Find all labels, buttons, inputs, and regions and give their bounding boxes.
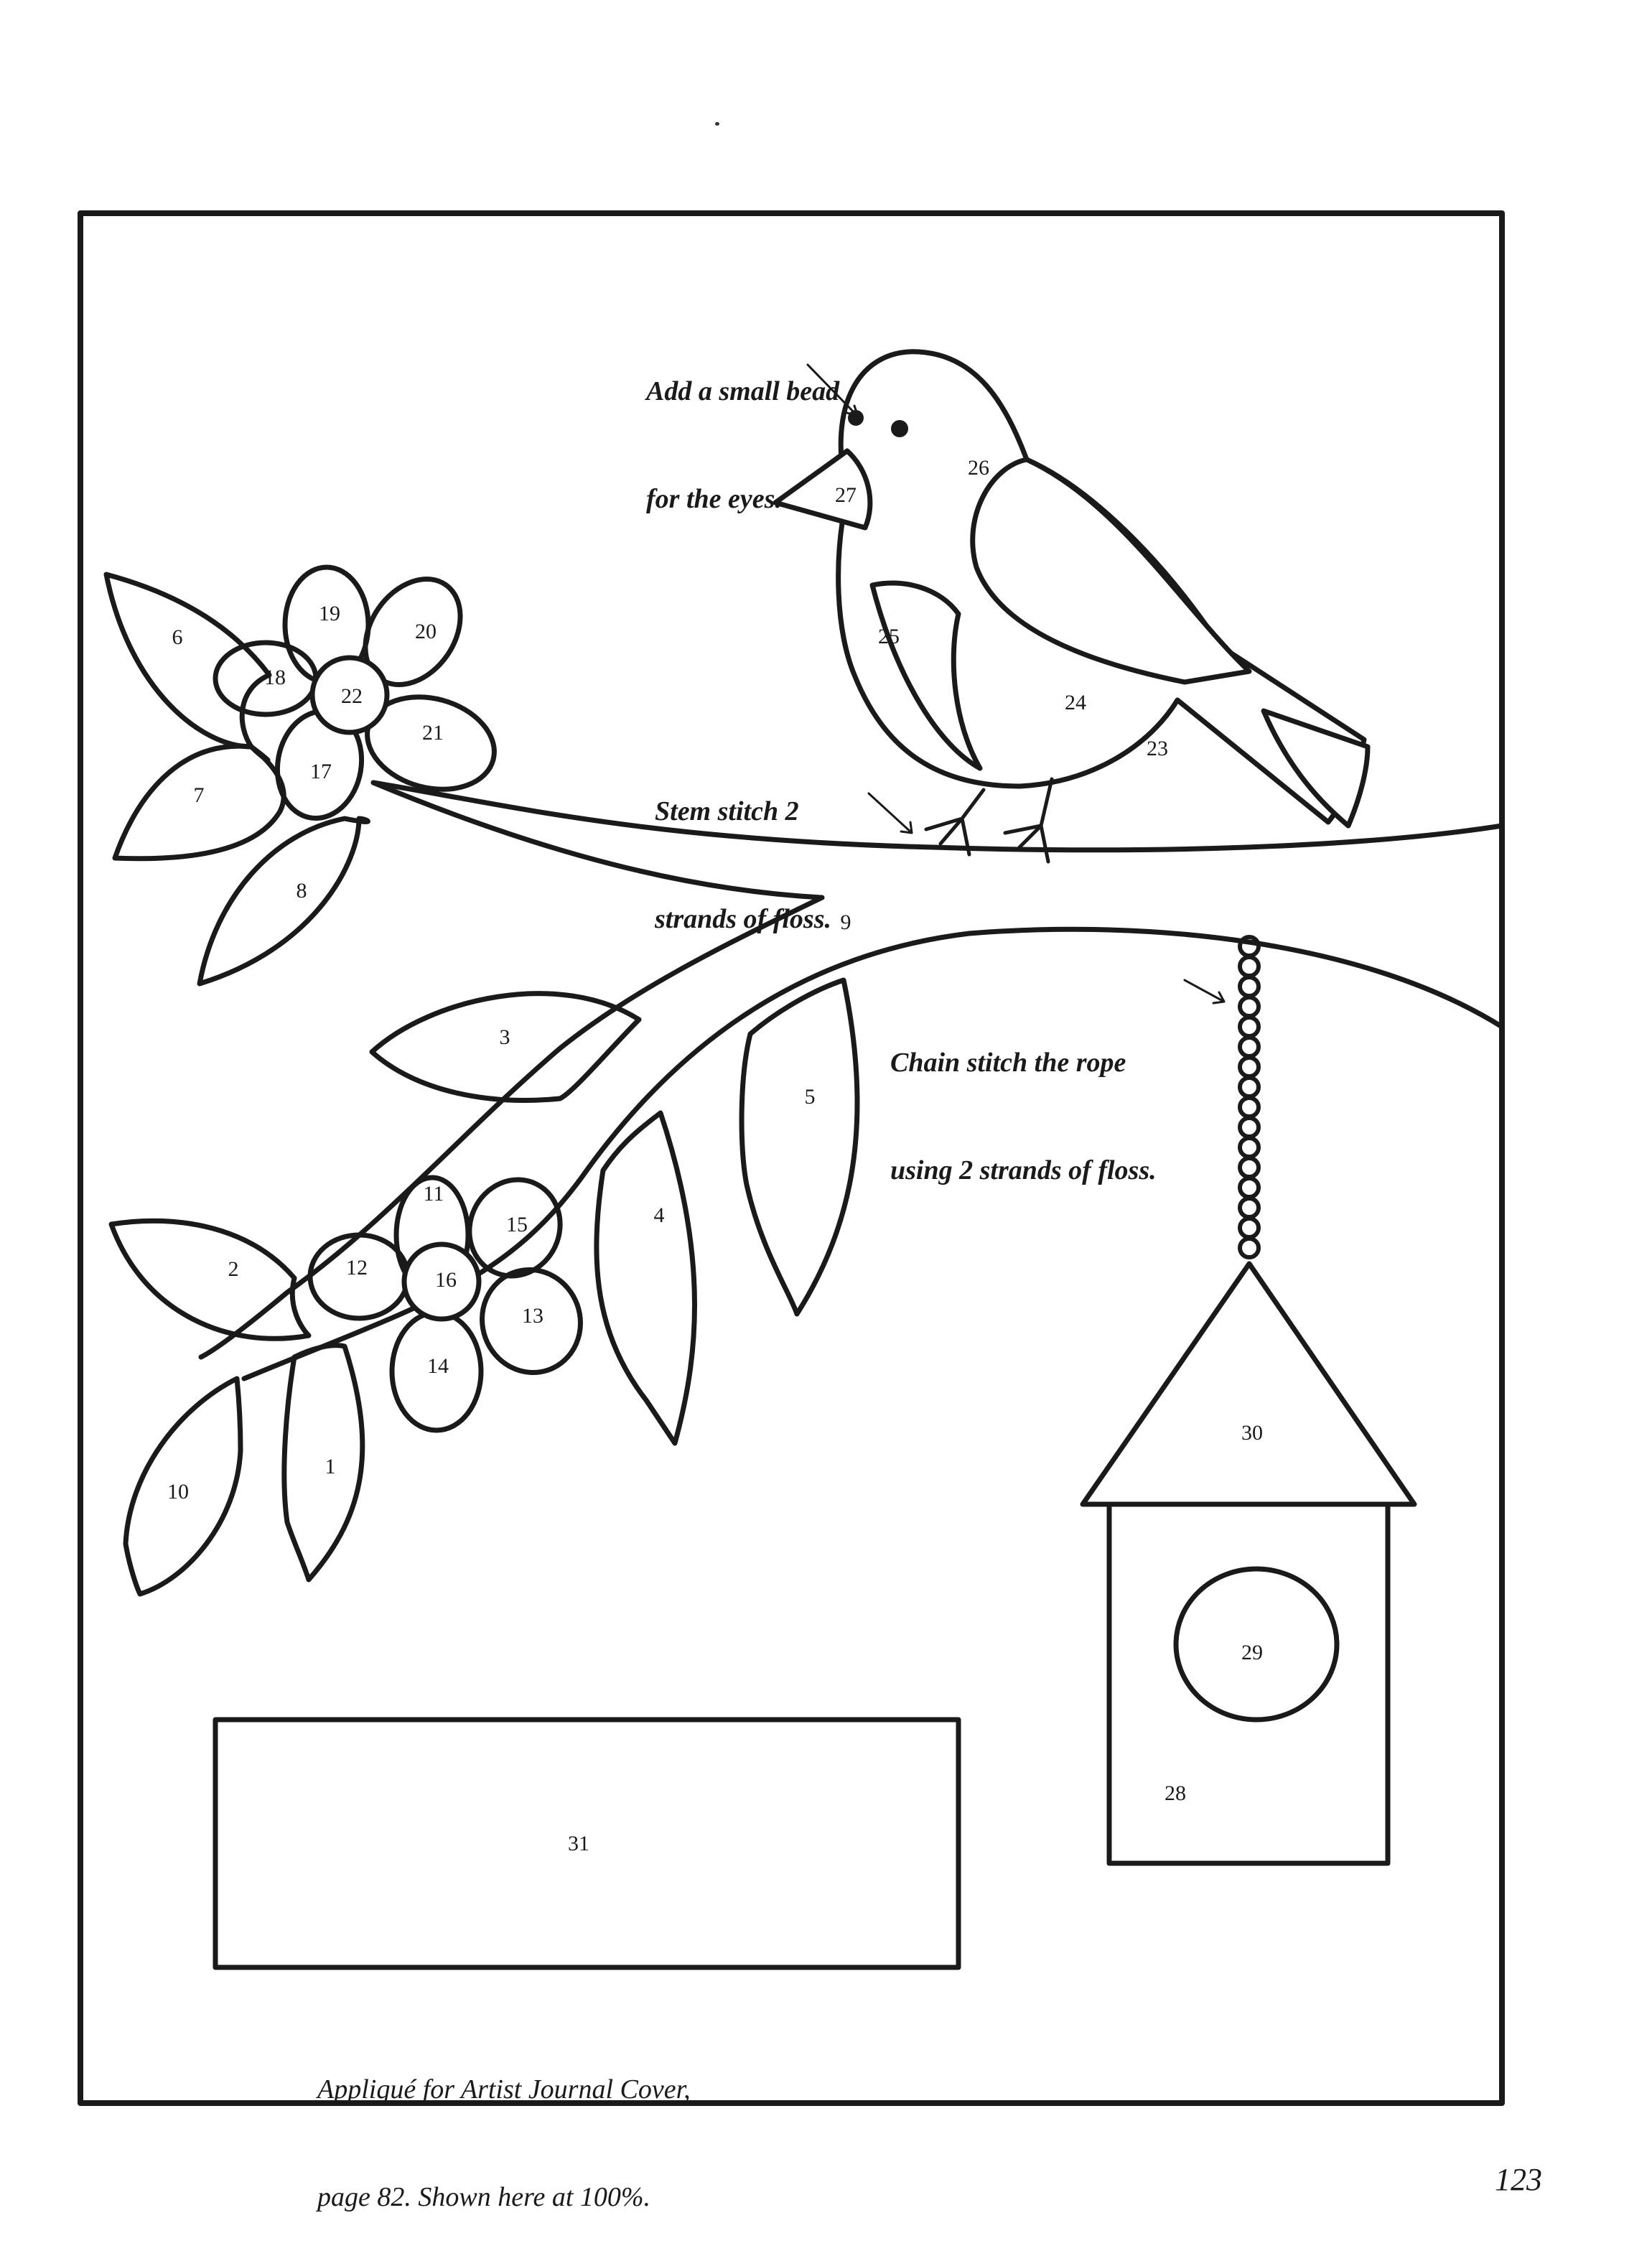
birdhouse-body-28 (1106, 1501, 1391, 1866)
bird-leg-left (924, 788, 986, 857)
piece-number-7: 7 (194, 783, 205, 807)
piece-number-12: 12 (346, 1256, 368, 1280)
piece-number-4: 4 (654, 1203, 665, 1227)
annotation-stem-line1: Stem stitch 2 (655, 796, 799, 826)
piece-number-14: 14 (427, 1354, 449, 1378)
piece-number-8: 8 (297, 879, 307, 903)
piece-number-9: 9 (841, 910, 851, 934)
annotation-stem: Stem stitch 2 strands of floss. (655, 722, 831, 973)
annotation-eyes: Add a small bead for the eyes. (646, 302, 839, 553)
caption-line1: Appliqué for Artist Journal Cover, (317, 2074, 691, 2105)
leaf-4 (594, 1110, 697, 1446)
label-panel-31 (213, 1717, 961, 1970)
pattern-frame (78, 210, 1505, 2106)
piece-number-17: 17 (310, 760, 332, 783)
piece-number-5: 5 (805, 1085, 816, 1109)
leaf-1 (281, 1343, 365, 1583)
center-22 (309, 655, 390, 735)
annotation-rope: Chain stitch the rope using 2 strands of… (890, 973, 1157, 1224)
piece-number-25: 25 (878, 625, 900, 648)
piece-number-6: 6 (172, 625, 183, 649)
piece-number-3: 3 (500, 1025, 510, 1049)
piece-number-15: 15 (506, 1213, 528, 1236)
leaf-3 (369, 991, 642, 1103)
annotation-stem-line2: strands of floss. (655, 904, 831, 934)
annotation-rope-line1: Chain stitch the rope (890, 1048, 1126, 1078)
leaf-5 (739, 977, 860, 1317)
bird-tail-23 (1261, 708, 1371, 829)
piece-number-30: 30 (1241, 1421, 1263, 1445)
piece-number-20: 20 (415, 620, 437, 643)
petal-15 (467, 1177, 563, 1279)
leaf-8 (197, 816, 370, 987)
annotation-eyes-line1: Add a small bead (646, 376, 840, 406)
piece-number-10: 10 (167, 1480, 189, 1504)
leaf-2 (108, 1218, 312, 1341)
bird-wing-26 (970, 457, 1252, 685)
figure-caption: Appliqué for Artist Journal Cover, page … (317, 2000, 691, 2251)
petal-13 (480, 1267, 583, 1376)
chain-rope (1238, 935, 1261, 1259)
page-number: 123 (1495, 2162, 1542, 2197)
bird-beak-27 (773, 448, 873, 531)
piece-number-27: 27 (835, 483, 857, 507)
center-16 (401, 1241, 482, 1322)
piece-number-28: 28 (1165, 1781, 1186, 1805)
piece-number-23: 23 (1147, 737, 1168, 760)
piece-number-22: 22 (341, 684, 363, 708)
leaf-6 (103, 572, 272, 750)
caption-line2: page 82. Shown here at 100%. (317, 2182, 651, 2212)
piece-number-18: 18 (264, 666, 286, 689)
bird-eye-right (891, 420, 908, 437)
annotation-rope-line2: using 2 strands of floss. (890, 1155, 1157, 1185)
piece-number-31: 31 (568, 1832, 589, 1855)
annotation-eyes-line2: for the eyes. (646, 484, 782, 514)
bird-leg-right (1003, 777, 1054, 864)
leaf-10 (123, 1376, 243, 1597)
bird-eye-left (848, 410, 864, 426)
bird-breast-25 (869, 580, 983, 771)
birdhouse-roof-30 (1080, 1261, 1417, 1507)
piece-number-2: 2 (228, 1257, 239, 1281)
piece-number-13: 13 (522, 1304, 543, 1328)
piece-number-16: 16 (435, 1268, 457, 1292)
leaf-7 (112, 743, 286, 862)
branch-piece-9 (370, 780, 1505, 853)
piece-number-24: 24 (1065, 691, 1086, 714)
piece-number-11: 11 (424, 1182, 444, 1206)
piece-number-1: 1 (325, 1455, 336, 1478)
birdhouse-hole-29 (1173, 1566, 1340, 1723)
piece-number-21: 21 (422, 721, 444, 745)
ink-speck (715, 122, 719, 126)
piece-number-29: 29 (1241, 1641, 1263, 1664)
piece-number-26: 26 (968, 456, 989, 480)
piece-number-19: 19 (319, 602, 340, 625)
